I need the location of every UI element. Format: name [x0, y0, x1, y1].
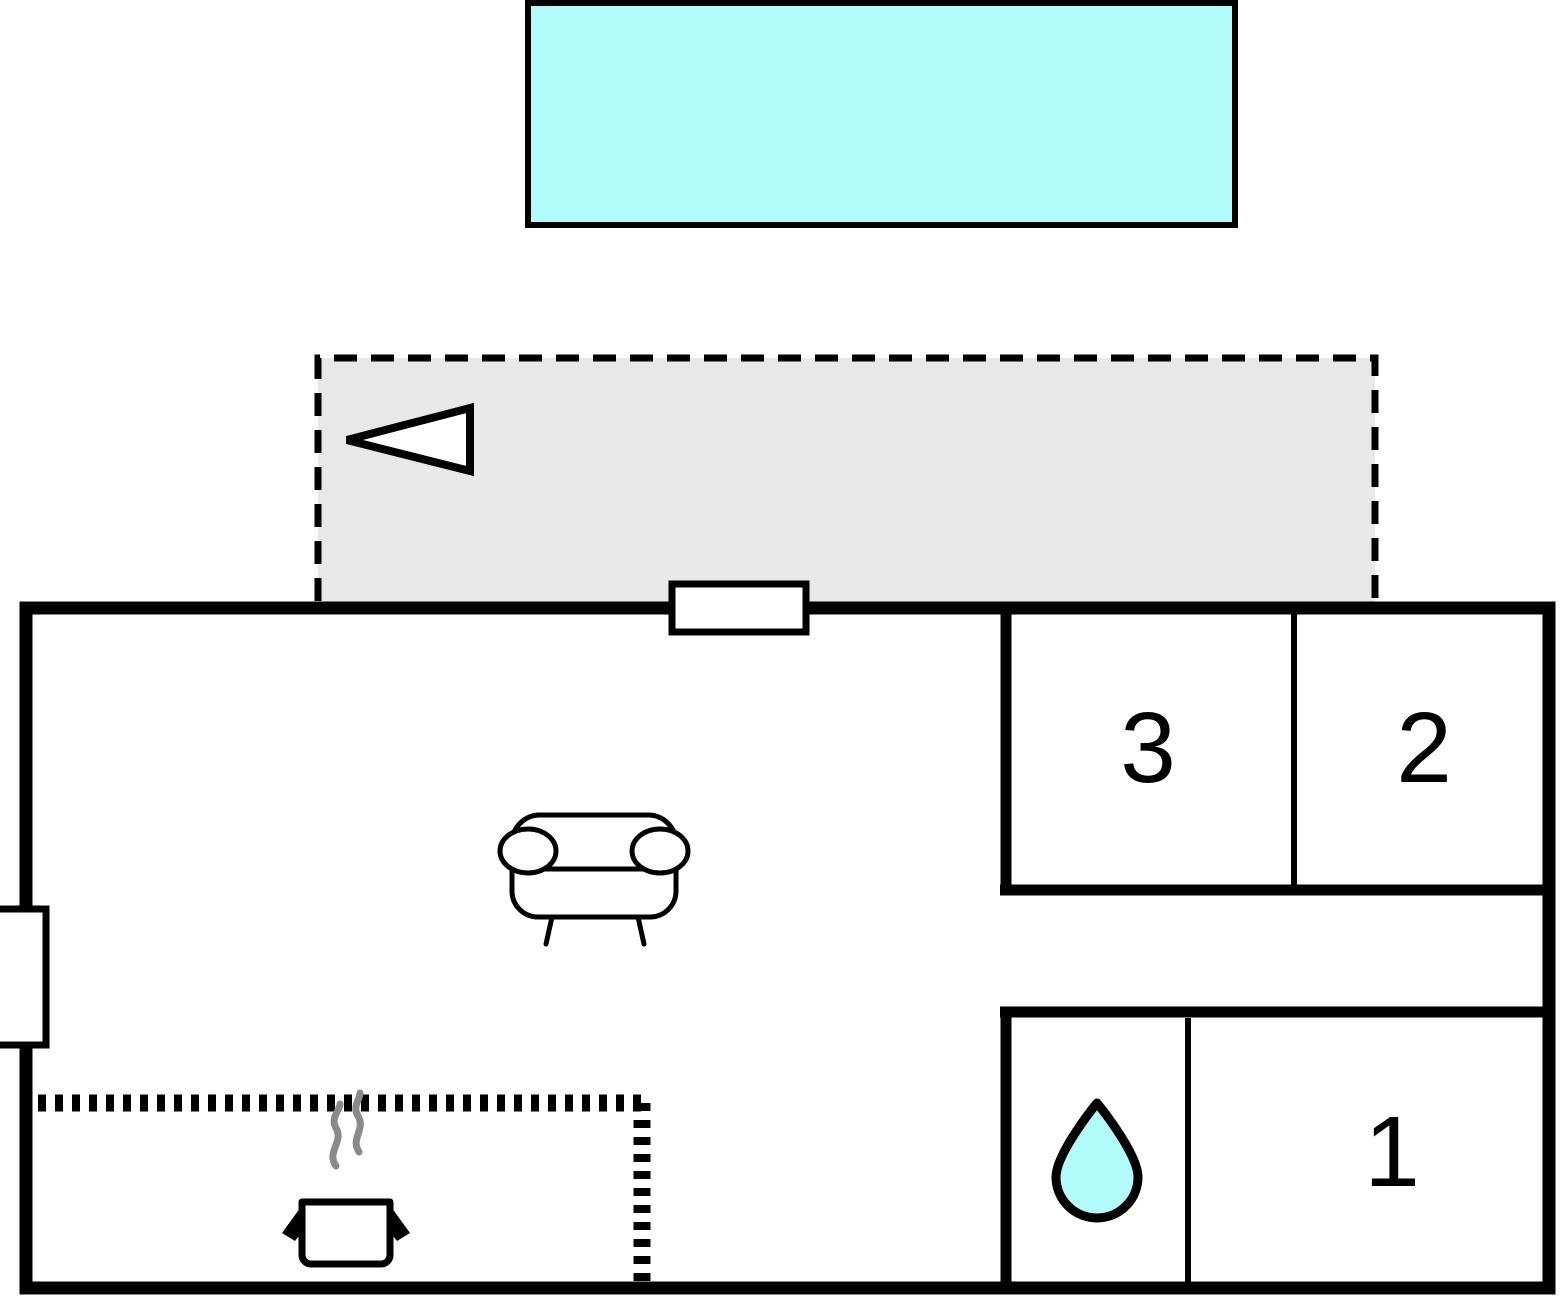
- terrace: [314, 354, 1379, 604]
- interior-walls: [1000, 602, 1549, 1294]
- room-label-3: 3: [1120, 692, 1176, 804]
- terrace-area: [318, 358, 1375, 604]
- swimming-pool-water: [525, 0, 1238, 228]
- pot-body: [298, 1198, 394, 1268]
- building-interior: [26, 608, 1549, 1288]
- room-label-1: 1: [1364, 1096, 1420, 1208]
- steam-wisp-left: [329, 1100, 344, 1170]
- sofa-icon: [497, 812, 691, 947]
- terrace-dashed-border: [314, 354, 1379, 601]
- steam-wisp-right: [352, 1089, 364, 1156]
- direction-arrow-icon: [345, 402, 474, 477]
- water-drop-icon: [1051, 1098, 1143, 1223]
- room-label-2: 2: [1396, 692, 1452, 804]
- swimming-pool: [525, 0, 1238, 228]
- cooking-pot-icon: [282, 1089, 410, 1268]
- left-window[interactable]: [0, 905, 50, 1049]
- kitchen-divider: [38, 1094, 651, 1292]
- front-door[interactable]: [668, 580, 810, 636]
